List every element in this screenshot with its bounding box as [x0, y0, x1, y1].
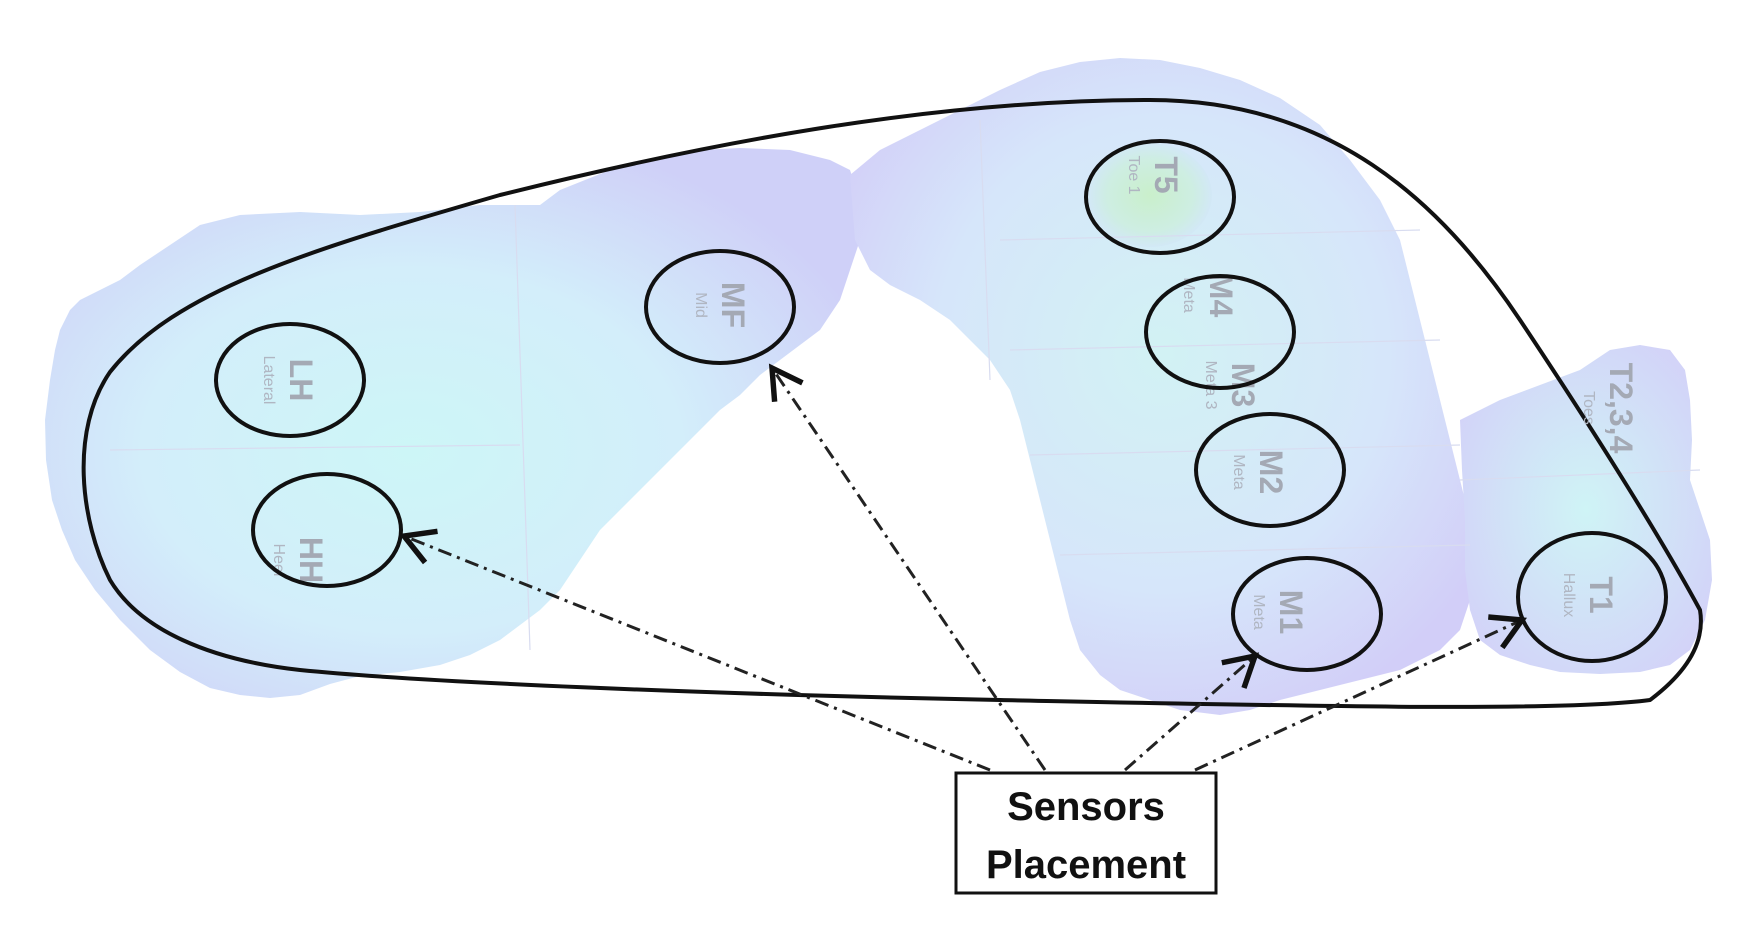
sensor-label-hh: HH Heel — [270, 537, 329, 583]
sensor-circle-t1 — [1516, 531, 1668, 663]
sensor-label-t5: T5 Toe 1 — [1125, 155, 1184, 194]
svg-text:Meta: Meta — [1180, 277, 1197, 313]
sensor-circle-m4 — [1144, 274, 1296, 390]
placement-arrows — [398, 363, 1528, 772]
sensor-circles — [214, 139, 1668, 672]
svg-text:HH: HH — [293, 537, 329, 583]
svg-text:T2,3,4: T2,3,4 — [1603, 363, 1639, 454]
svg-text:LH: LH — [283, 359, 319, 402]
sensors-placement-callout: Sensors Placement — [954, 771, 1218, 895]
svg-text:Meta: Meta — [1250, 594, 1267, 630]
toe-hotspot — [1088, 143, 1212, 247]
pressure-grid — [109, 119, 1701, 651]
arrow-to-hh — [398, 528, 991, 772]
callout-line-2: Placement — [986, 843, 1186, 887]
svg-text:Toes: Toes — [1580, 391, 1597, 425]
sensor-circle-t5 — [1084, 139, 1236, 255]
sensor-label-lh: LH Lateral — [260, 356, 319, 405]
svg-text:Mid: Mid — [692, 292, 709, 318]
sensor-label-m2: M2 Meta — [1230, 450, 1289, 494]
sensor-label-t1: T1 Hallux — [1560, 573, 1619, 617]
svg-text:MF: MF — [715, 282, 751, 328]
pressure-footprint — [45, 58, 1712, 715]
svg-text:Hallux: Hallux — [1560, 573, 1577, 617]
svg-text:T1: T1 — [1583, 576, 1619, 613]
svg-text:M2: M2 — [1253, 450, 1289, 494]
arrow-to-mf — [768, 363, 1047, 771]
sensor-label-mf: MF Mid — [692, 282, 751, 328]
foot-outline — [81, 97, 1703, 709]
sensor-label-m1: M1 Meta — [1250, 590, 1309, 634]
sensor-circle-m2 — [1194, 412, 1346, 528]
sensor-label-m3: M3 Meta 3 — [1202, 361, 1261, 410]
callout-line-1: Sensors — [1007, 785, 1165, 829]
footprint-heel-region — [45, 148, 860, 698]
svg-text:T5: T5 — [1148, 156, 1184, 193]
svg-text:Toe 1: Toe 1 — [1125, 155, 1142, 194]
footprint-toes-region — [1460, 345, 1712, 674]
svg-text:M1: M1 — [1273, 590, 1309, 634]
sensor-label-m4: M4 Meta — [1180, 273, 1239, 318]
svg-text:M4: M4 — [1203, 273, 1239, 318]
arrow-to-t1 — [1194, 614, 1528, 772]
footprint-forefoot-region — [850, 58, 1475, 715]
sensor-circle-m1 — [1231, 556, 1383, 672]
svg-text:Meta: Meta — [1230, 454, 1247, 490]
svg-text:Lateral: Lateral — [260, 356, 277, 405]
sensor-circle-mf — [644, 249, 796, 365]
sensor-labels: LH Lateral HH Heel MF Mid T5 Toe 1 M4 Me… — [260, 155, 1639, 634]
callout-box — [954, 771, 1218, 895]
sensor-label-t234: T2,3,4 Toes — [1580, 363, 1639, 454]
sensor-circle-lh — [214, 322, 366, 438]
svg-text:Meta 3: Meta 3 — [1202, 361, 1219, 410]
